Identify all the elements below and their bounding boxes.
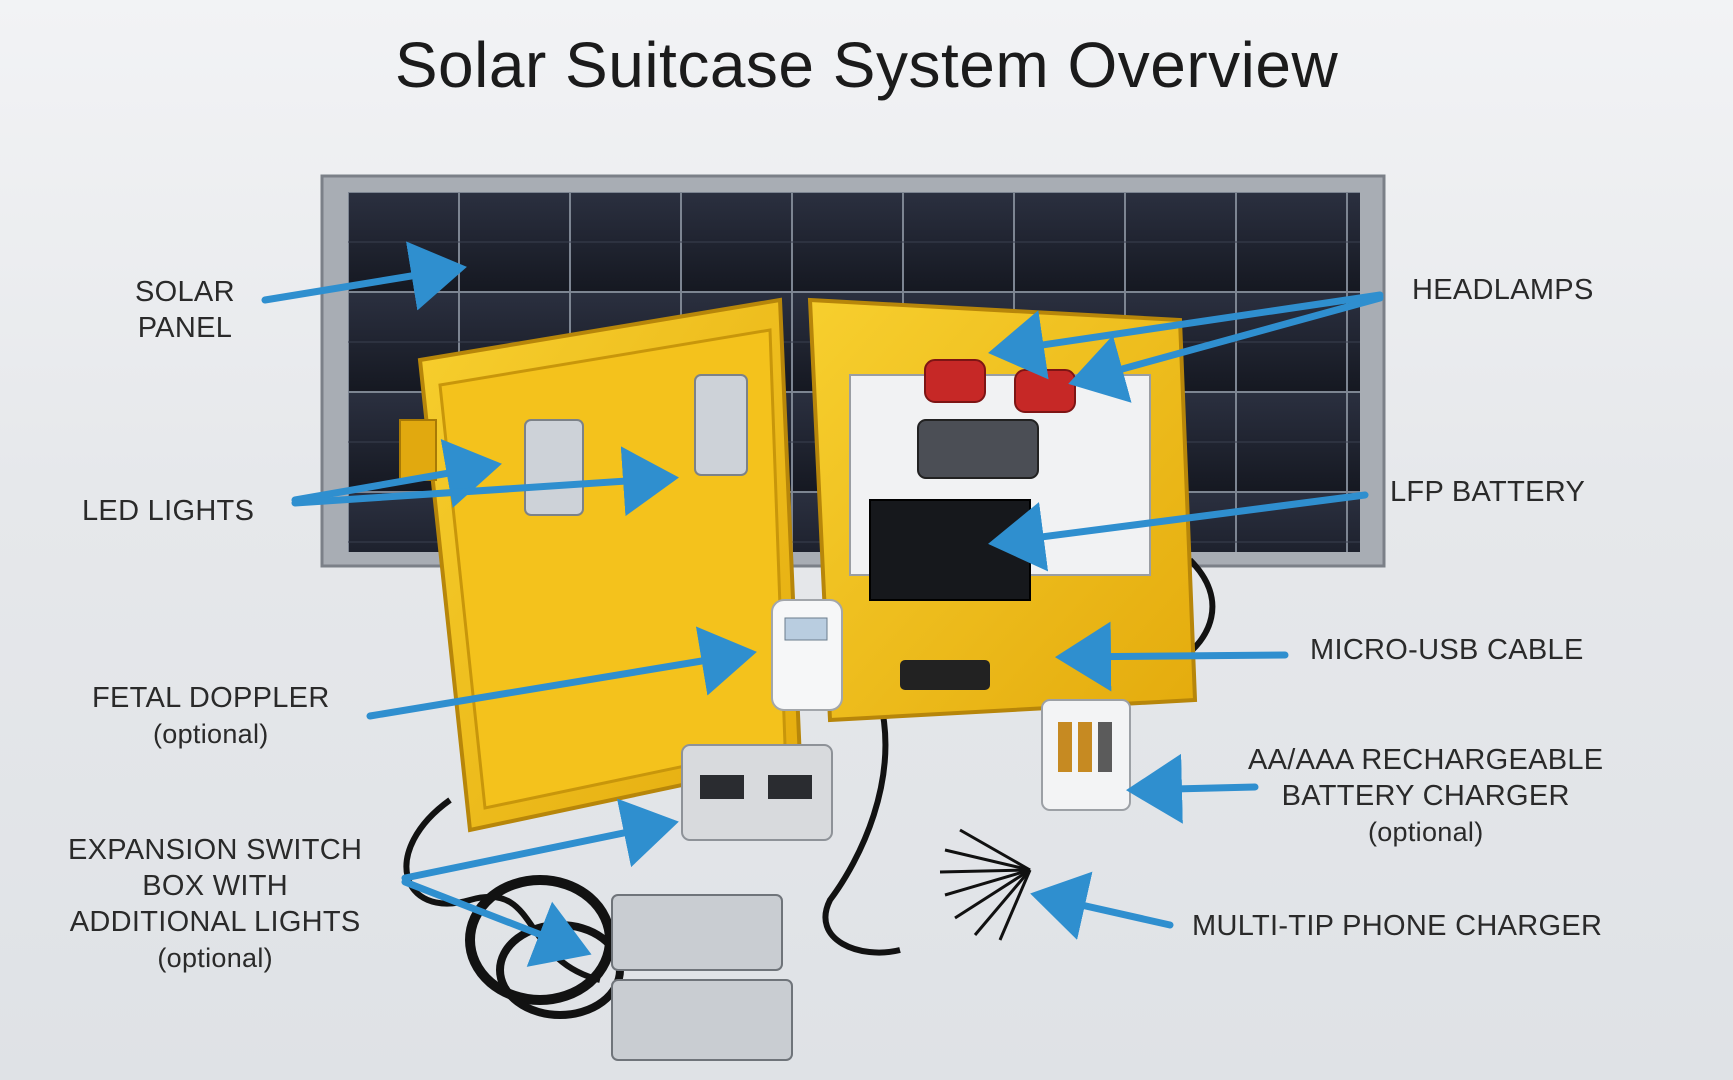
arrow-lfp-battery: [988, 491, 1369, 572]
label-expansion-line2: BOX WITH: [142, 870, 289, 902]
label-led-lights: LED LIGHTS: [82, 495, 255, 527]
label-solar-panel: SOLAR PANEL: [135, 274, 235, 346]
arrow-headlamps-2: [1068, 294, 1384, 403]
arrow-switch-box: [401, 798, 679, 882]
label-battery-charger: AA/AAA RECHARGEABLE BATTERY CHARGER (opt…: [1248, 742, 1603, 850]
arrow-led-lights-1: [291, 438, 502, 508]
callout-arrows: [261, 241, 1384, 967]
label-battery-charger-line1: AA/AAA RECHARGEABLE: [1248, 744, 1604, 776]
expansion-switch-box: [681, 744, 833, 841]
lfp-battery-pack: [869, 499, 1031, 601]
arrow-solar-panel: [261, 241, 467, 311]
arrow-fetal-doppler: [366, 626, 757, 720]
arrow-phone-charger: [1030, 871, 1174, 940]
multi-tip-charger: [939, 828, 1032, 941]
page-title: Solar Suitcase System Overview: [394, 29, 1339, 101]
additional-lights: [611, 894, 793, 1061]
label-lfp-battery: LFP BATTERY: [1390, 476, 1586, 508]
label-solar-panel-line1: SOLAR: [135, 276, 235, 308]
label-fetal-doppler: FETAL DOPPLER (optional): [92, 680, 330, 752]
label-expansion-note: (optional): [157, 943, 273, 973]
charge-controller: [917, 419, 1039, 479]
label-expansion-switch-box: EXPANSION SWITCH BOX WITH ADDITIONAL LIG…: [68, 832, 362, 976]
arrow-headlamps-1: [988, 291, 1384, 380]
fetal-doppler: [771, 599, 843, 711]
label-expansion-line1: EXPANSION SWITCH: [68, 834, 363, 866]
label-expansion-line3: ADDITIONAL LIGHTS: [69, 906, 361, 938]
led-lights: [524, 374, 748, 516]
label-fetal-doppler-note: (optional): [153, 719, 269, 749]
micro-usb-device: [900, 660, 990, 690]
arrow-additional-lights: [401, 878, 592, 967]
label-fetal-doppler-text: FETAL DOPPLER: [92, 682, 330, 714]
label-battery-charger-note: (optional): [1367, 817, 1484, 847]
arrow-battery-charger: [1126, 753, 1259, 824]
label-headlamps: HEADLAMPS: [1412, 274, 1594, 306]
label-micro-usb-cable: MICRO-USB CABLE: [1310, 634, 1584, 666]
arrow-led-lights-2: [291, 446, 679, 517]
label-solar-panel-line2: PANEL: [137, 312, 233, 344]
label-battery-charger-line2: BATTERY CHARGER: [1281, 780, 1570, 812]
label-phone-charger: MULTI-TIP PHONE CHARGER: [1192, 910, 1603, 942]
battery-charger: [1041, 699, 1131, 811]
arrow-micro-usb: [1055, 621, 1289, 692]
